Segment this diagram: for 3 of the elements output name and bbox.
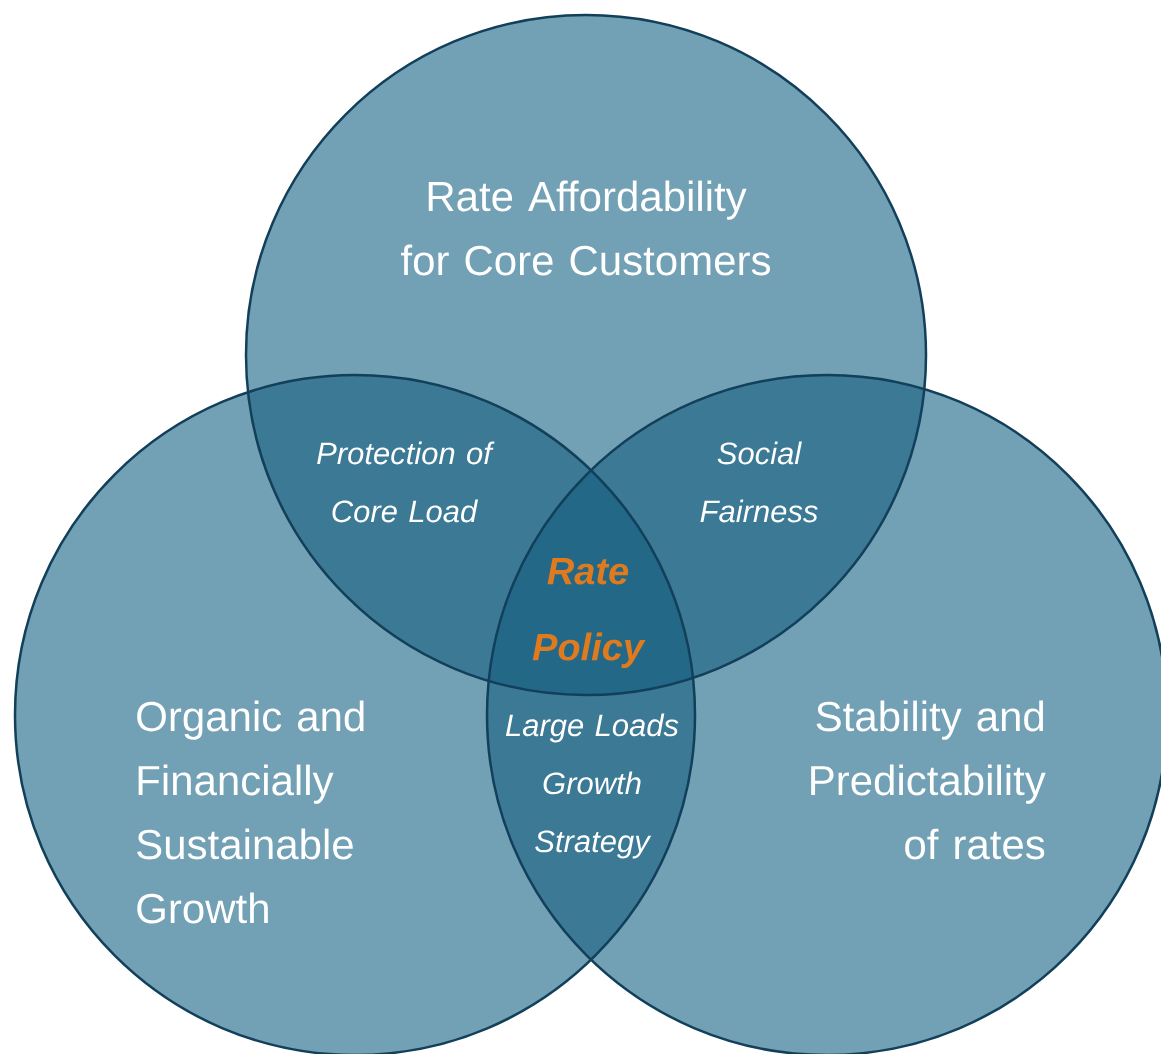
center-label: Rate Policy (532, 558, 646, 668)
overlap-label: Large Loads Growth Strategy (505, 713, 679, 859)
overlap-label: Social Fairness (700, 441, 818, 523)
